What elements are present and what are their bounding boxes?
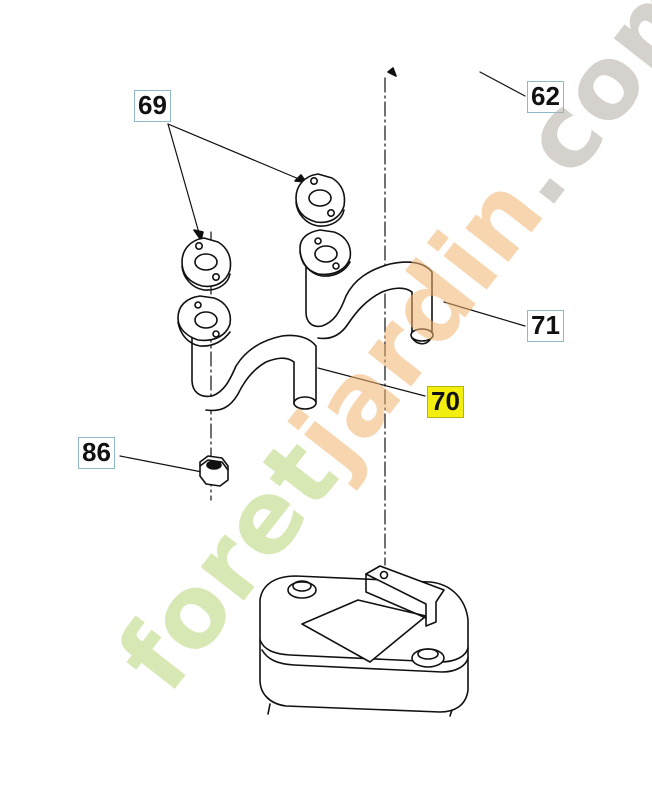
callout-71: 71	[527, 310, 564, 342]
muffler	[259, 565, 469, 717]
gasket-69-lower	[181, 237, 232, 291]
nut-86	[199, 455, 229, 487]
leader-86	[119, 455, 203, 473]
gasket-69-upper	[295, 173, 346, 227]
callout-62: 62	[527, 81, 564, 113]
exhaust-pipe-70	[177, 295, 317, 412]
arrowhead-69-a	[193, 229, 204, 241]
leader-70	[317, 367, 426, 397]
callout-86: 86	[78, 437, 115, 469]
exhaust-pipe-71	[299, 229, 434, 345]
leader-69-a	[167, 123, 202, 241]
leader-71	[443, 301, 526, 327]
callout-69: 69	[134, 90, 171, 122]
bolt-62-tip	[387, 67, 397, 77]
leader-62	[479, 71, 526, 97]
callout-70: 70	[427, 386, 464, 418]
leader-69-b	[167, 123, 307, 183]
